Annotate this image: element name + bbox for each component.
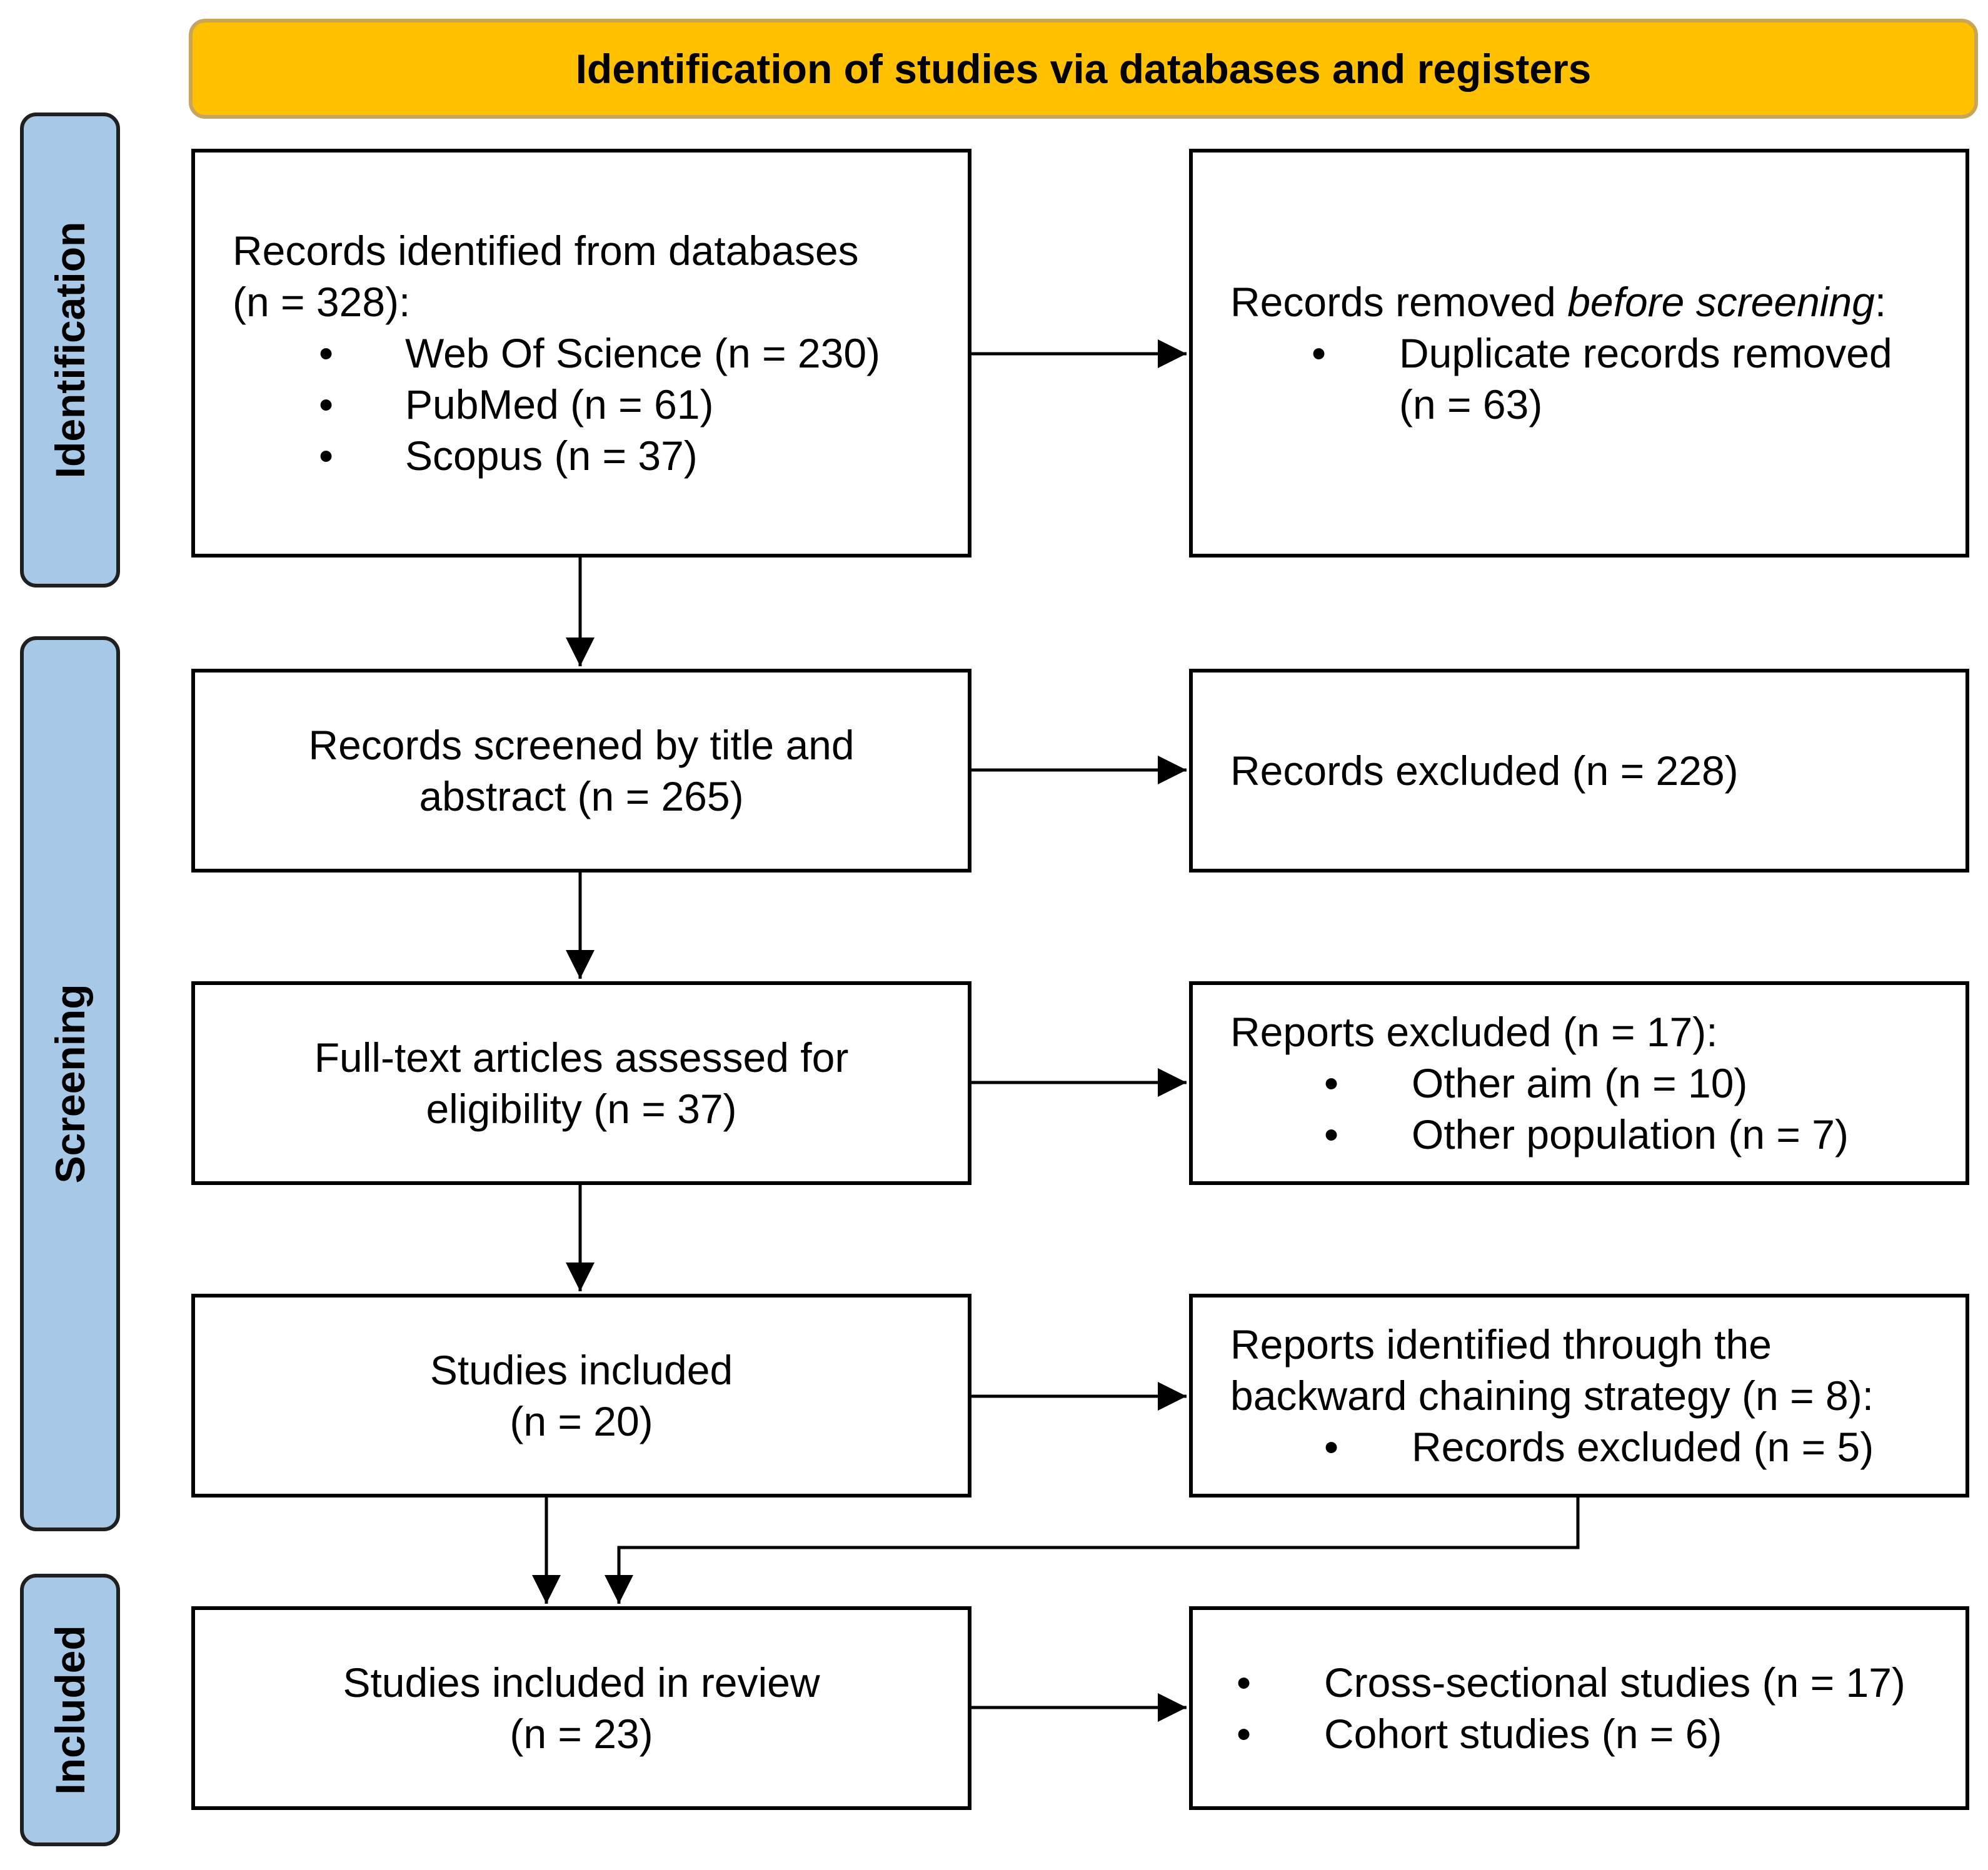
full-text-box: Full-text articles assessed for eligibil… — [191, 981, 971, 1185]
studies-in-review-box: Studies included in review (n = 23) — [191, 1606, 971, 1810]
full-text-line2: eligibility (n = 37) — [426, 1086, 737, 1132]
cross-sectional-text: Cross-sectional studies (n = 17) — [1324, 1659, 1905, 1706]
records-identified-box: Records identified from databases (n = 3… — [191, 149, 971, 558]
reports-excluded-box: Reports excluded (n = 17): • Other aim (… — [1189, 981, 1969, 1185]
studies-included-line2: (n = 20) — [510, 1398, 653, 1444]
studies-included-line1: Studies included — [429, 1347, 733, 1393]
list-item: • Records excluded (n = 5) — [1230, 1421, 1965, 1472]
bullet-dot: • — [1324, 1060, 1339, 1106]
header-title: Identification of studies via databases … — [575, 46, 1592, 92]
records-removed-italic: before screening — [1567, 279, 1875, 325]
backward-chaining-line2: backward chaining strategy (n = 8): — [1230, 1372, 1874, 1419]
source-web-of-science: Web Of Science (n = 230) — [405, 330, 880, 376]
other-aim-text: Other aim (n = 10) — [1412, 1060, 1748, 1106]
full-text-line1: Full-text articles assessed for — [314, 1034, 849, 1081]
backward-chaining-box: Reports identified through the backward … — [1189, 1294, 1969, 1498]
studies-in-review-line1: Studies included in review — [343, 1659, 820, 1706]
bullet-dot: • — [1237, 1711, 1252, 1757]
backward-records-excluded-text: Records excluded (n = 5) — [1412, 1424, 1874, 1470]
records-screened-box: Records screened by title and abstract (… — [191, 669, 971, 872]
phase-screening: Screening — [20, 636, 120, 1531]
source-scopus: Scopus (n = 37) — [405, 432, 698, 479]
study-types-box: • Cross-sectional studies (n = 17) • Coh… — [1189, 1606, 1969, 1810]
cohort-studies-text: Cohort studies (n = 6) — [1324, 1711, 1722, 1757]
records-excluded-box: Records excluded (n = 228) — [1189, 669, 1969, 872]
records-identified-line1: Records identified from databases — [233, 228, 859, 274]
studies-in-review-line2: (n = 23) — [510, 1711, 653, 1757]
records-identified-line2: (n = 328): — [233, 279, 411, 325]
list-item: • Duplicate records removed (n = 63) — [1230, 328, 1965, 430]
bullet-dot: • — [319, 381, 334, 428]
list-item: • Web Of Science (n = 230) — [233, 328, 968, 379]
full-text-text: Full-text articles assessed for eligibil… — [314, 1032, 849, 1134]
list-item: • Scopus (n = 37) — [233, 430, 968, 481]
records-screened-line2: abstract (n = 265) — [419, 773, 744, 819]
list-item: • Cross-sectional studies (n = 17) — [1230, 1657, 1965, 1708]
records-screened-text: Records screened by title and abstract (… — [308, 719, 854, 822]
records-removed-title-text: Records removed — [1230, 279, 1568, 325]
list-item: • Cohort studies (n = 6) — [1230, 1708, 1965, 1759]
phase-included: Included — [20, 1574, 120, 1846]
records-excluded-text: Records excluded (n = 228) — [1230, 748, 1739, 794]
phase-identification: Identification — [20, 112, 120, 588]
source-pubmed: PubMed (n = 61) — [405, 381, 714, 428]
bullet-dot: • — [319, 330, 334, 376]
bullet-dot: • — [1324, 1424, 1339, 1470]
studies-included-box: Studies included (n = 20) — [191, 1294, 971, 1498]
records-removed-colon: : — [1874, 279, 1887, 325]
list-item: • Other population (n = 7) — [1230, 1109, 1965, 1160]
records-screened-line1: Records screened by title and — [308, 722, 855, 768]
list-item: • Other aim (n = 10) — [1230, 1058, 1965, 1109]
header-banner: Identification of studies via databases … — [189, 19, 1978, 119]
backward-chaining-line1: Reports identified through the — [1230, 1321, 1772, 1368]
studies-included-text: Studies included (n = 20) — [430, 1344, 733, 1447]
bullet-dot: • — [1237, 1659, 1252, 1706]
list-item: • PubMed (n = 61) — [233, 379, 968, 430]
duplicate-records-text: Duplicate records removed (n = 63) — [1399, 328, 1892, 430]
duplicate-records-line1: Duplicate records removed — [1399, 330, 1892, 376]
studies-in-review-text: Studies included in review (n = 23) — [343, 1657, 820, 1759]
records-removed-box: Records removed before screening: • Dupl… — [1189, 149, 1969, 558]
bullet-dot: • — [1324, 1111, 1339, 1158]
reports-excluded-title: Reports excluded (n = 17): — [1230, 1009, 1718, 1055]
other-population-text: Other population (n = 7) — [1412, 1111, 1849, 1158]
arrow-backward-to-review — [605, 1498, 1580, 1604]
records-removed-title: Records removed before screening: — [1230, 276, 1965, 328]
bullet-dot: • — [319, 432, 334, 479]
bullet-dot: • — [1312, 330, 1327, 376]
duplicate-records-line2: (n = 63) — [1399, 381, 1543, 428]
